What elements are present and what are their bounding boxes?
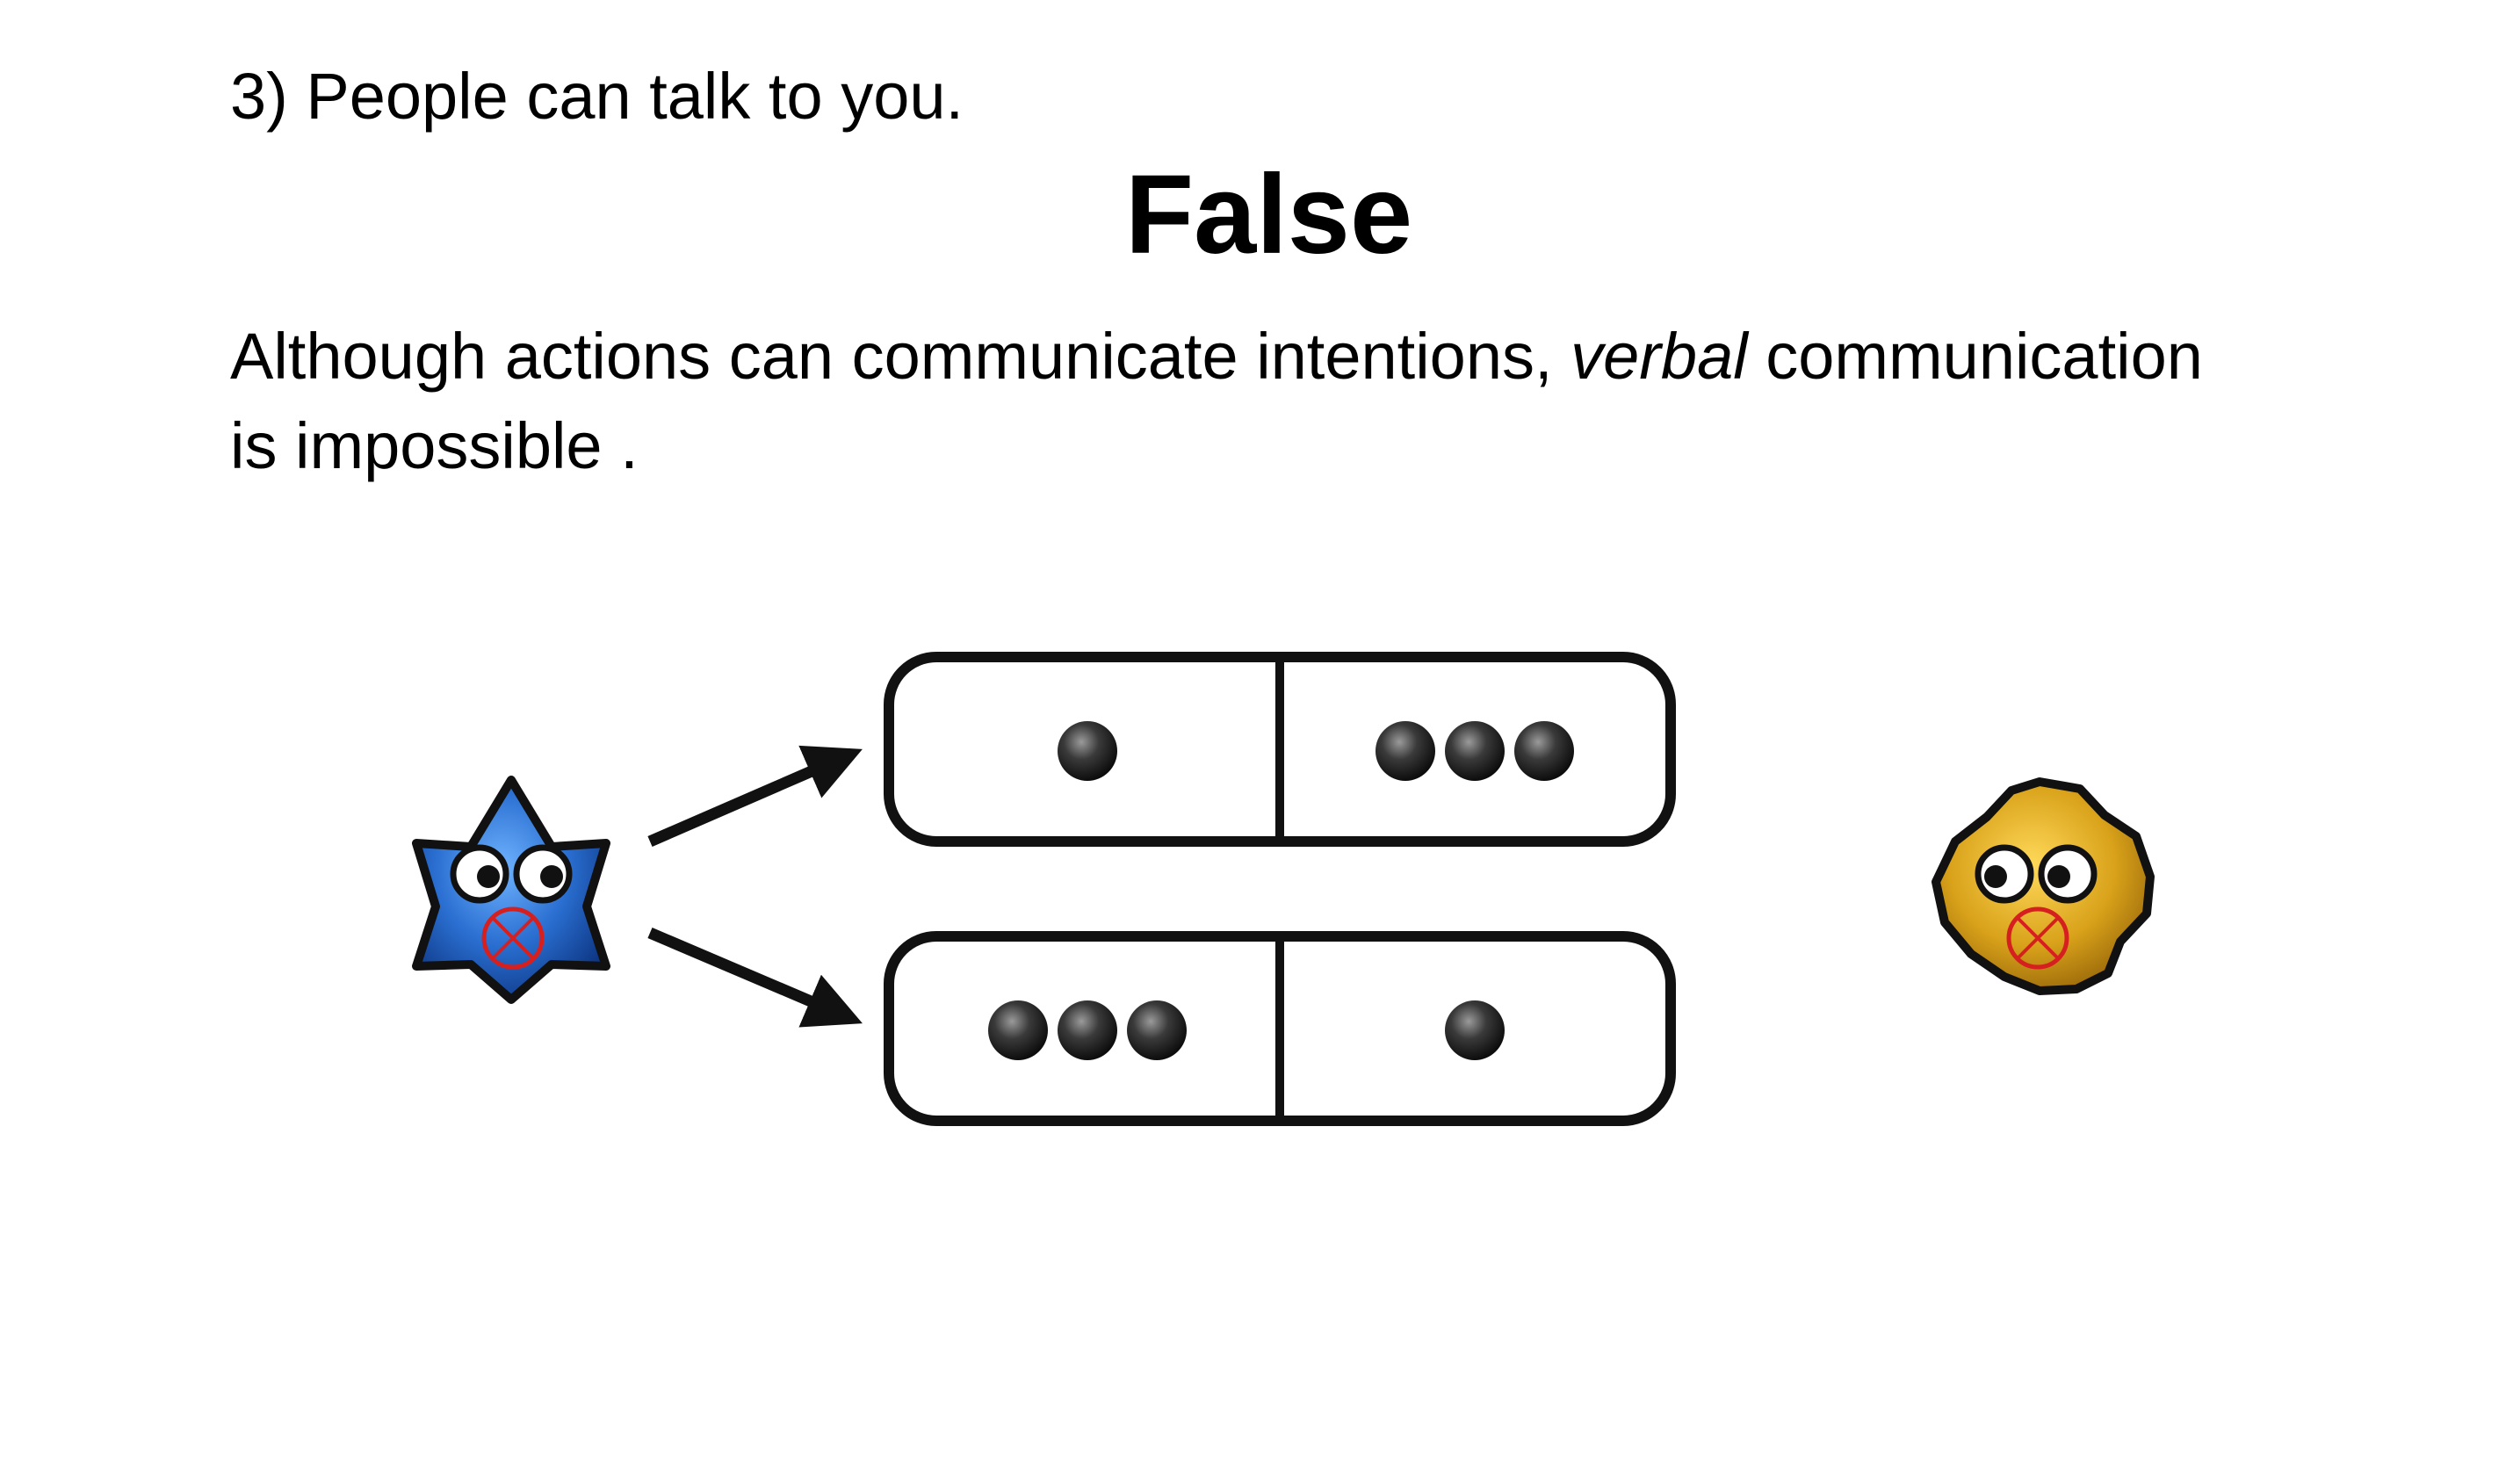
explanation-line-2: is impossible .: [230, 409, 639, 482]
dot-icon: [1376, 721, 1435, 781]
question-text: 3) People can talk to you.: [230, 60, 964, 133]
arrow-to-option-2-icon: [647, 928, 863, 1028]
dot-icon: [1514, 721, 1574, 781]
dot-icon: [1445, 721, 1505, 781]
no-speech-icon: [481, 906, 545, 970]
option-box-1: [884, 652, 1676, 847]
no-speech-icon: [2006, 906, 2069, 970]
option-box-2: [884, 931, 1676, 1126]
right-agent: [1932, 777, 2155, 995]
left-agent: [412, 776, 610, 1004]
explanation-text: Although actions can communicate intenti…: [230, 312, 2338, 491]
explanation-line-1-end: communication: [1747, 320, 2203, 393]
option-2-left-dots: [988, 1000, 1187, 1060]
answer-heading: False: [1124, 152, 1413, 278]
option-1-left-dots: [1058, 721, 1117, 781]
left-agent-eyes-icon: [450, 844, 573, 904]
arrow-to-option-1-icon: [647, 745, 863, 847]
right-agent-eyes-icon: [1975, 844, 2098, 904]
explanation-line-1-start: Although actions can communicate intenti…: [230, 320, 1571, 393]
explanation-line-1: Although actions can communicate intenti…: [230, 312, 2338, 401]
option-1-right-dots: [1376, 721, 1574, 781]
dot-icon: [1445, 1000, 1505, 1060]
explanation-emphasis: verbal: [1570, 320, 1748, 393]
dot-icon: [1058, 1000, 1117, 1060]
dot-icon: [988, 1000, 1048, 1060]
option-2-right-dots: [1445, 1000, 1505, 1060]
dot-icon: [1127, 1000, 1187, 1060]
star-agent-icon: [412, 776, 610, 1004]
dot-icon: [1058, 721, 1117, 781]
